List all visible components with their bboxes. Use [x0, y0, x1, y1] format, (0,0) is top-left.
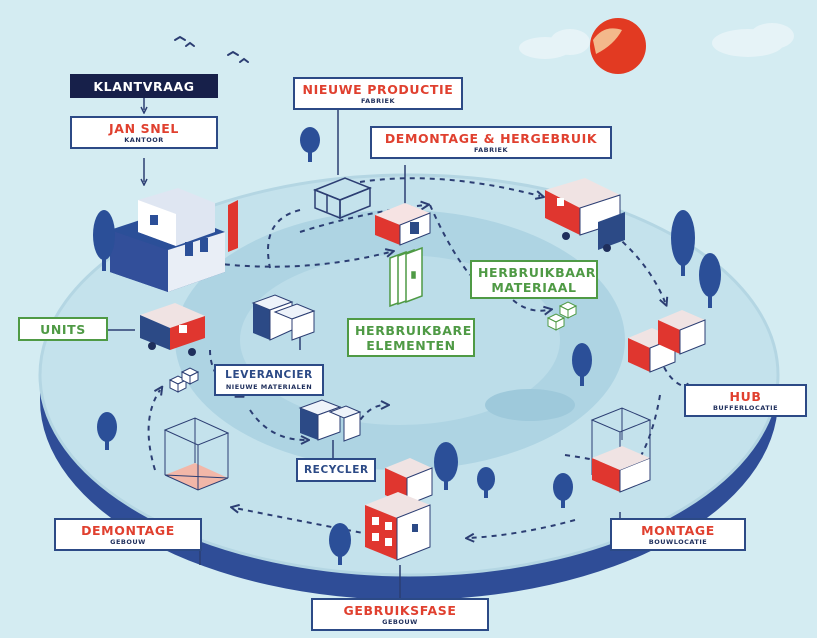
truck-top-right: [545, 178, 625, 252]
units-label: UNITS: [18, 317, 108, 341]
herbruikbaar-materiaal-line1: HERBRUIKBAAR: [478, 265, 596, 280]
demontage-hergebruik-label: DEMONTAGE & HERGEBRUIK FABRIEK: [370, 126, 612, 159]
clouds: [519, 23, 794, 59]
montage-label: MONTAGE BOUWLOCATIE: [610, 518, 746, 551]
demontage-hergebruik-title: DEMONTAGE & HERGEBRUIK: [384, 131, 598, 146]
gebruiksfase-label: GEBRUIKSFASE GEBOUW: [311, 598, 489, 631]
recycler-factory: [298, 399, 362, 442]
recycler-label: RECYCLER: [296, 458, 376, 482]
klantvraag-label: KLANTVRAAG: [70, 74, 218, 98]
demontage-sub: GEBOUW: [110, 538, 146, 546]
herbruikbaar-materiaal-label: HERBRUIKBAAR MATERIAAL: [470, 260, 598, 299]
montage-frame: [590, 407, 652, 493]
montage-sub: BOUWLOCATIE: [648, 538, 708, 546]
nieuwe-productie-label: NIEUWE PRODUCTIE FABRIEK: [293, 77, 463, 110]
gebruiksfase-title: GEBRUIKSFASE: [343, 603, 457, 618]
cubes-left-icon: [168, 367, 200, 393]
demontage-hergebruik-sub: FABRIEK: [473, 146, 509, 154]
herbruikbare-elementen-line2: ELEMENTEN: [366, 338, 456, 353]
herbruikbare-elementen-label: HERBRUIKBARE ELEMENTEN: [347, 318, 475, 357]
sun-icon: [590, 18, 646, 74]
frame-module-icon: [312, 177, 373, 220]
trees: [93, 127, 721, 565]
office-building: [110, 188, 238, 292]
klantvraag-title: KLANTVRAAG: [93, 79, 195, 94]
demontage-label: DEMONTAGE GEBOUW: [54, 518, 202, 551]
panels-icon: [389, 246, 423, 308]
hub-modules: [628, 310, 706, 373]
jan-snel-sub: KANTOOR: [124, 136, 164, 144]
gebruiksfase-sub: GEBOUW: [382, 618, 418, 626]
demontage-title: DEMONTAGE: [81, 523, 175, 538]
leverancier-sub: NIEUWE MATERIALEN: [225, 383, 313, 391]
supplier-factory: [251, 294, 316, 341]
units-truck: [140, 303, 205, 356]
herbruikbare-elementen-line1: HERBRUIKBARE: [355, 323, 472, 338]
hub-title: HUB: [729, 389, 762, 404]
apartment-building: [365, 458, 433, 561]
herbruikbaar-materiaal-line2: MATERIAAL: [491, 280, 577, 295]
hub-label: HUB BUFFERLOCATIE: [684, 384, 807, 417]
jan-snel-label: JAN SNEL KANTOOR: [70, 116, 218, 149]
material-cubes-icon: [546, 301, 578, 331]
montage-title: MONTAGE: [641, 523, 715, 538]
recycler-title: RECYCLER: [304, 464, 369, 476]
leverancier-label: LEVERANCIER NIEUWE MATERIALEN: [214, 364, 324, 396]
nieuwe-productie-title: NIEUWE PRODUCTIE: [302, 82, 454, 97]
units-title: UNITS: [40, 322, 86, 337]
hub-sub: BUFFERLOCATIE: [712, 404, 779, 412]
nieuwe-productie-sub: FABRIEK: [360, 97, 396, 105]
leverancier-title: LEVERANCIER: [225, 369, 313, 381]
jan-snel-title: JAN SNEL: [109, 121, 179, 136]
demontage-frame: [163, 417, 230, 491]
factory-module: [375, 203, 431, 246]
